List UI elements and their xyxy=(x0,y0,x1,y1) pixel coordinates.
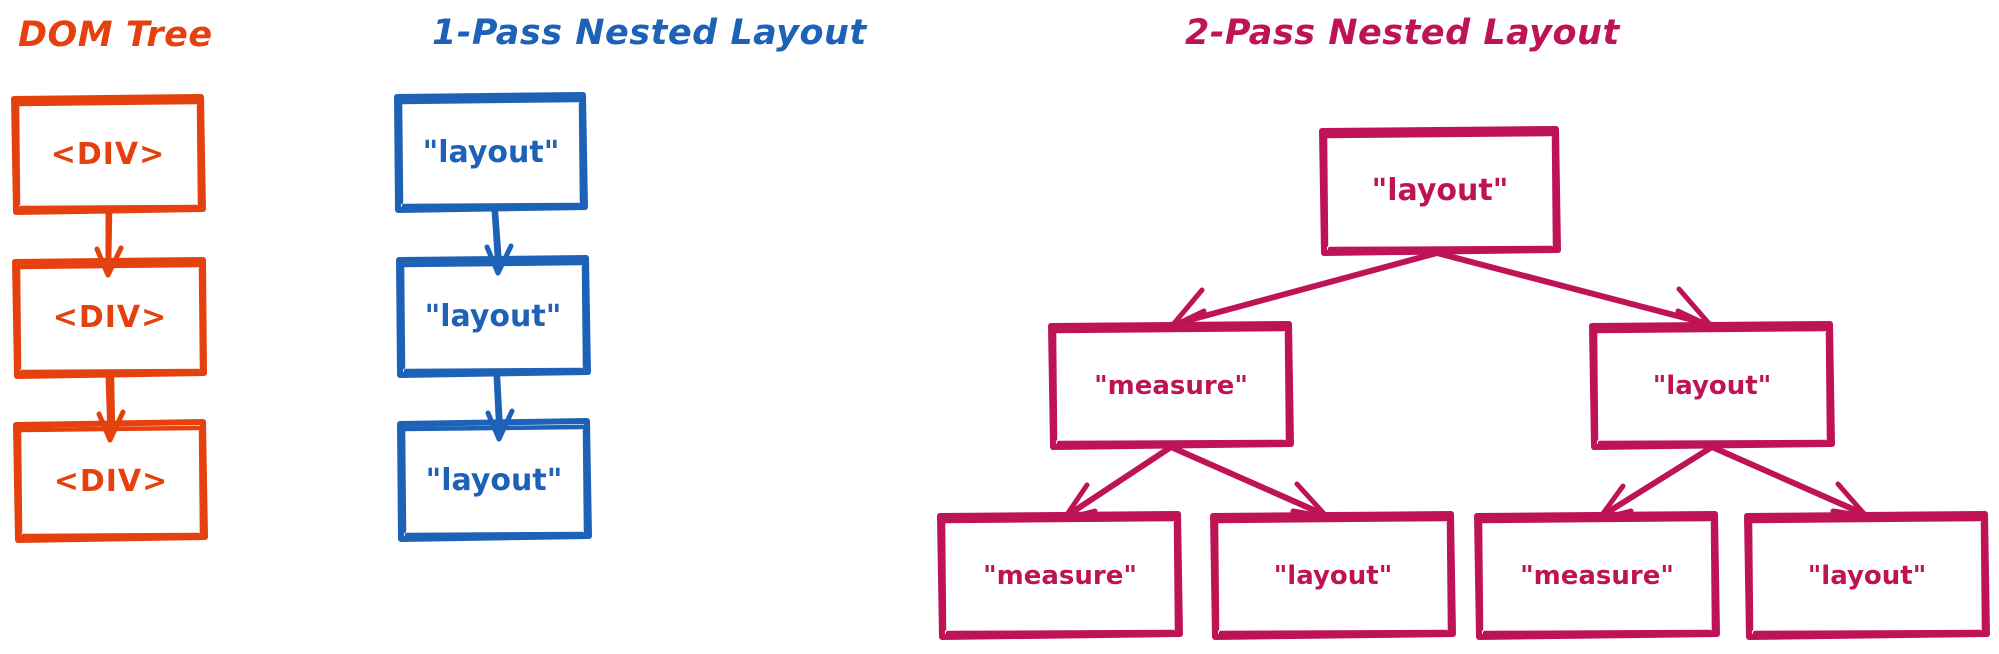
two-l2-right-box[interactable] xyxy=(1589,321,1835,450)
two-root-box[interactable] xyxy=(1319,126,1561,256)
column-title-dom-tree: DOM Tree xyxy=(18,15,213,55)
dom-node-1-box[interactable] xyxy=(11,94,206,215)
two-edge-l2right-l3c xyxy=(1596,444,1715,522)
two-l3-c-box[interactable] xyxy=(1474,511,1720,640)
one-node-1-box[interactable] xyxy=(394,92,588,213)
two-edge-root-l2right xyxy=(1434,250,1715,330)
dom-node-3-box[interactable] xyxy=(13,419,208,543)
one-node-2-box[interactable] xyxy=(396,255,591,378)
two-edge-l2left-l3a xyxy=(1061,444,1174,522)
two-edge-l2right-l3d xyxy=(1709,444,1869,519)
one-node-3-box[interactable] xyxy=(397,418,592,542)
two-edge-root-l2left xyxy=(1168,250,1440,330)
dom-node-2-box[interactable] xyxy=(12,257,207,379)
two-l3-d-box[interactable] xyxy=(1744,511,1990,640)
two-edge-l2left-l3b xyxy=(1168,444,1330,520)
two-l2-left-box[interactable] xyxy=(1048,321,1294,450)
two-l3-a-box[interactable] xyxy=(937,511,1183,640)
two-l3-b-box[interactable] xyxy=(1210,511,1456,640)
column-title-two-pass: 2-Pass Nested Layout xyxy=(1185,13,1620,53)
column-title-one-pass: 1-Pass Nested Layout xyxy=(432,13,867,53)
